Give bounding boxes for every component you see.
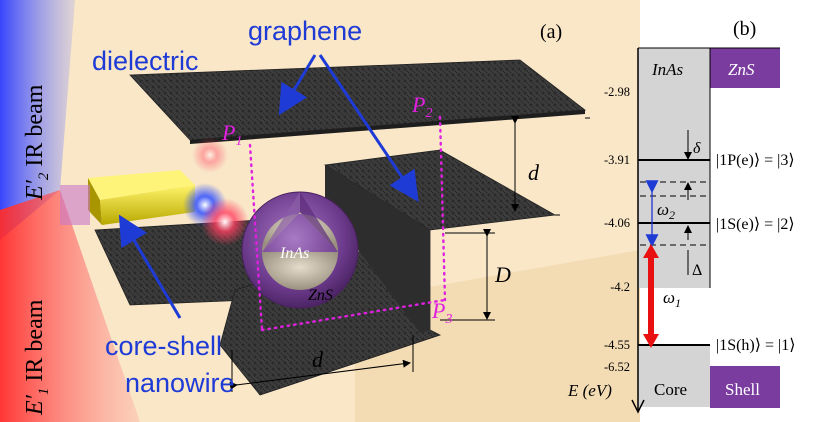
omega1-label: ω1 (663, 288, 681, 310)
dim-D: D (494, 262, 511, 287)
panel-b: (b) δ Δ ω2 (567, 0, 830, 422)
beam2-label: E′2 IR beam (22, 84, 52, 201)
energy-axis-label: E (eV) (567, 381, 612, 400)
nanowire (60, 170, 195, 225)
level-2-label: |1S(e)⟩ = |2⟩ (716, 216, 795, 233)
shell-box-top (710, 48, 780, 88)
ir-beam-2 (0, 0, 75, 240)
graphene-label: graphene (248, 16, 362, 46)
panel-a-label: (a) (540, 21, 562, 43)
level-3-label: |1P(e)⟩ = |3⟩ (716, 152, 795, 169)
graphene-arrow-top (278, 54, 317, 116)
omega2-label: ω2 (657, 200, 675, 222)
dim-d-horizontal: d (312, 347, 324, 372)
nanowire-label-1: core-shell (105, 331, 222, 361)
beam1-label: E′1 IR beam (22, 299, 52, 416)
glow-top (192, 137, 228, 173)
pointer-arrows (118, 54, 419, 319)
tick-42: -4.2 (610, 280, 630, 294)
tick-406: -4.06 (604, 216, 630, 230)
energy-axis-arrow (631, 399, 645, 414)
tick-652: -6.52 (604, 360, 630, 374)
point-p2: P2 (411, 92, 432, 121)
core-band-lower (638, 345, 710, 407)
dotted-paths (248, 115, 447, 332)
energy-ticks: -2.98 -3.91 -4.06 -4.2 -4.55 -6.52 (604, 85, 630, 374)
level-1-label: |1S(h)⟩ = |1⟩ (716, 337, 795, 354)
shell-label: Shell (725, 380, 760, 399)
point-p1: P1 (221, 120, 242, 149)
core-label: Core (654, 380, 687, 399)
inas-band-label: InAs (651, 60, 684, 79)
glow-red (201, 198, 249, 246)
graphene-top-edge (190, 110, 585, 144)
ir-beam-1 (0, 190, 140, 422)
panel-a: (a) dielectric graphene E′2 IR beam E′1 … (0, 0, 640, 422)
inas-dot-label: InAs (279, 245, 309, 262)
tick-298: -2.98 (604, 85, 630, 99)
dim-d-vertical: d (528, 160, 540, 185)
zns-dot-label: ZnS (308, 287, 333, 304)
delta-big: Δ (692, 262, 702, 279)
tick-455: -4.55 (604, 338, 630, 352)
panel-b-label: (b) (733, 18, 756, 40)
shell-box-bottom (710, 366, 780, 408)
graphene-trench-wall (325, 165, 430, 333)
tick-391: -3.91 (604, 153, 630, 167)
dimensions (229, 116, 590, 392)
zns-band-label: ZnS (728, 60, 755, 79)
quantum-dot (241, 191, 359, 309)
graphene-arrow-bottom (318, 54, 419, 202)
point-p3: P3 (431, 298, 452, 327)
dielectric-label: dielectric (92, 46, 199, 76)
delta-small: δ (693, 140, 701, 157)
nanowire-arrow (118, 214, 182, 319)
d-horizontal-arrow (229, 359, 411, 390)
nanowire-label-2: nanowire (125, 368, 235, 398)
